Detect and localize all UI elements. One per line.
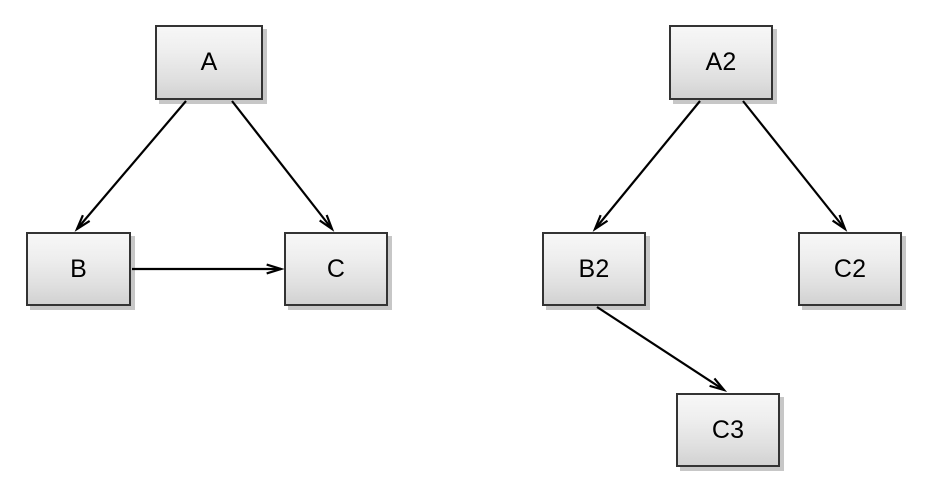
node-c2[interactable]: C2: [798, 232, 902, 306]
node-b[interactable]: B: [26, 232, 131, 306]
node-label: A: [200, 48, 218, 76]
edge-line: [596, 306, 725, 391]
arrowhead-icon: [74, 214, 91, 232]
node-a[interactable]: A: [155, 25, 263, 100]
node-c[interactable]: C: [284, 232, 388, 306]
node-label: C3: [711, 415, 745, 444]
arrowhead-icon: [319, 214, 335, 232]
node-b2[interactable]: B2: [542, 232, 646, 306]
edge-a2-to-c2: [742, 100, 848, 232]
edge-line: [231, 100, 333, 230]
edge-line: [742, 100, 846, 230]
edge-a-to-b: [74, 100, 187, 232]
node-c3[interactable]: C3: [676, 393, 780, 467]
edge-line: [76, 100, 187, 230]
node-label: B: [70, 254, 87, 283]
arrowhead-icon: [592, 214, 609, 232]
edge-a-to-c: [231, 100, 335, 232]
edge-b-to-c: [132, 263, 285, 275]
edge-line: [594, 100, 701, 230]
edge-b2-to-c3: [596, 306, 728, 393]
edge-a2-to-b2: [592, 100, 701, 232]
node-a2[interactable]: A2: [669, 25, 773, 100]
arrowhead-icon: [266, 263, 285, 275]
node-label: A2: [705, 48, 737, 76]
arrowhead-icon: [831, 214, 848, 232]
node-label: B2: [578, 254, 610, 283]
node-label: C2: [833, 254, 867, 283]
arrowhead-icon: [709, 377, 728, 393]
node-label: C: [326, 254, 346, 283]
